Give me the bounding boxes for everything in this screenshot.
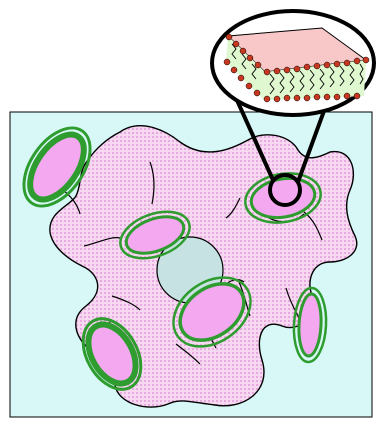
lipid-bilayer-icon — [212, 11, 374, 115]
